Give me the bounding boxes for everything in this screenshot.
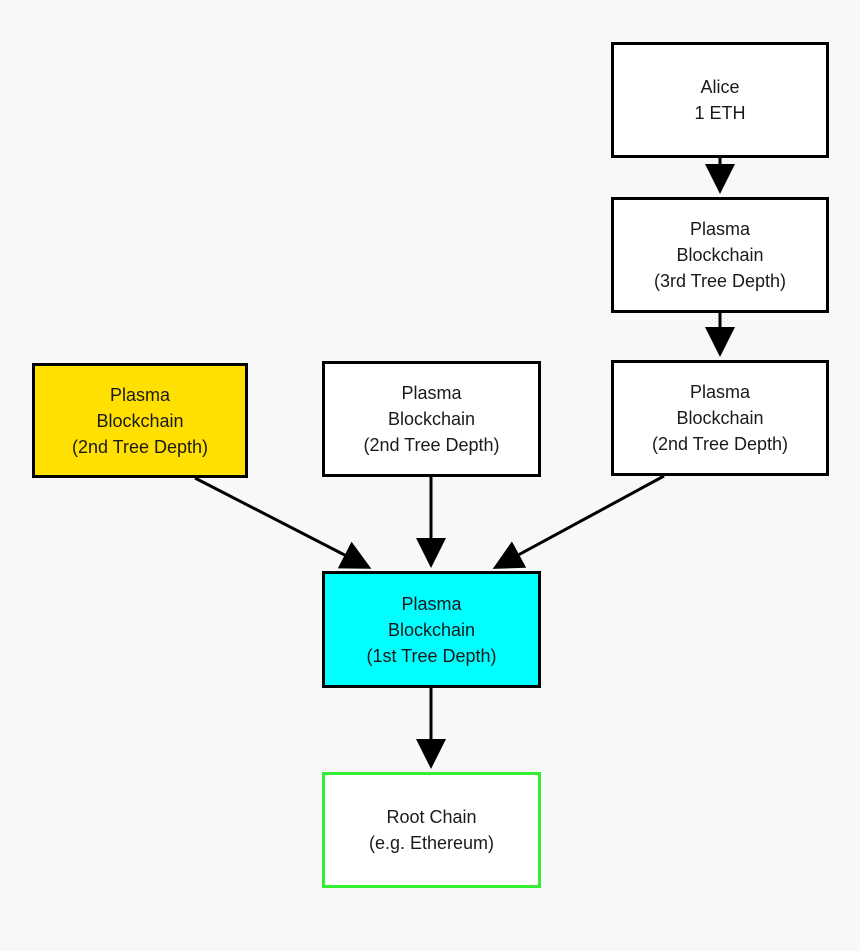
node-label-line1: Plasma [401, 593, 462, 614]
node-label-line1: Root Chain [386, 807, 477, 827]
node-label-line2: Blockchain [96, 410, 184, 431]
node-label-line3: (1st Tree Depth) [366, 645, 497, 666]
node-label-line1: Plasma [401, 383, 462, 403]
node-label-line2: Blockchain [676, 245, 764, 265]
node-label-line2: Blockchain [387, 409, 476, 429]
node-label-line2: Blockchain [676, 408, 764, 428]
node-plasma-depth2-left: Plasma Blockchain (2nd Tree Depth) [32, 363, 248, 478]
node-label-line2: (e.g. Ethereum) [368, 833, 495, 853]
arrow-depth2-left-to-depth1 [194, 476, 372, 569]
node-label-line3: (3rd Tree Depth) [653, 271, 787, 291]
node-label-line1: Plasma [109, 384, 171, 405]
node-label-line2: Blockchain [387, 619, 476, 640]
node-label-line3: (2nd Tree Depth) [71, 436, 209, 457]
node-plasma-depth2-right: Plasma Blockchain (2nd Tree Depth) [611, 360, 829, 476]
node-label-line3: (2nd Tree Depth) [651, 434, 789, 454]
node-alice-name: Alice [700, 77, 740, 97]
node-label-line1: Plasma [689, 219, 751, 239]
node-alice: Alice 1 ETH [611, 42, 829, 158]
node-plasma-depth3: Plasma Blockchain (3rd Tree Depth) [611, 197, 829, 313]
node-plasma-depth1: Plasma Blockchain (1st Tree Depth) [322, 571, 541, 688]
node-plasma-depth2-middle: Plasma Blockchain (2nd Tree Depth) [322, 361, 541, 477]
node-label-line3: (2nd Tree Depth) [363, 435, 500, 455]
arrow-depth2-right-to-depth1 [492, 474, 665, 569]
node-root-chain: Root Chain (e.g. Ethereum) [322, 772, 541, 888]
node-label-line1: Plasma [689, 382, 751, 402]
node-alice-balance: 1 ETH [694, 103, 746, 123]
